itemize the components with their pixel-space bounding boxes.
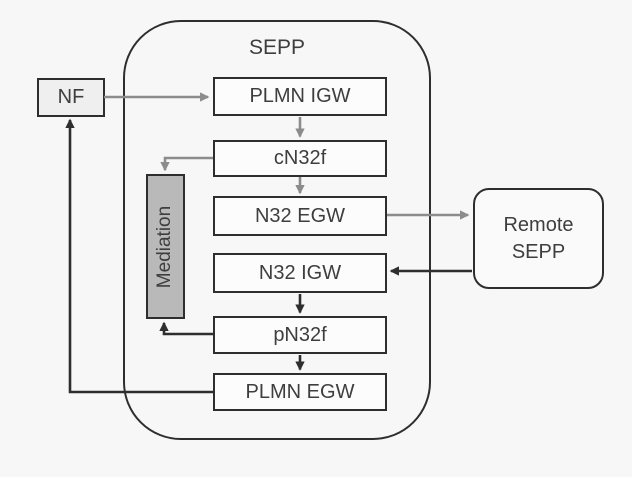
node-plmn-egw: PLMN EGW bbox=[213, 373, 387, 411]
node-n32-egw: N32 EGW bbox=[213, 196, 387, 236]
node-pn32f: pN32f bbox=[213, 316, 387, 354]
node-mediation-label: Mediation bbox=[154, 205, 176, 288]
node-plmn-igw-label: PLMN IGW bbox=[249, 85, 351, 107]
node-mediation: Mediation bbox=[146, 174, 185, 319]
node-n32-egw-label: N32 EGW bbox=[254, 204, 346, 227]
node-n32-igw: N32 IGW bbox=[213, 253, 387, 293]
node-plmn-igw: PLMN IGW bbox=[213, 77, 387, 116]
node-nf: NF bbox=[37, 78, 105, 117]
node-remote-sepp: Remote SEPP bbox=[473, 188, 604, 289]
node-pn32f-label: pN32f bbox=[273, 323, 327, 346]
node-nf-label: NF bbox=[57, 86, 85, 108]
sepp-container-title: SEPP bbox=[248, 36, 306, 59]
node-n32-igw-label: N32 IGW bbox=[258, 261, 342, 284]
node-remote-sepp-label: Remote SEPP bbox=[503, 213, 574, 263]
node-cn32f-label: cN32f bbox=[273, 147, 327, 169]
node-plmn-egw-label: PLMN EGW bbox=[245, 380, 355, 403]
node-cn32f: cN32f bbox=[213, 140, 387, 177]
